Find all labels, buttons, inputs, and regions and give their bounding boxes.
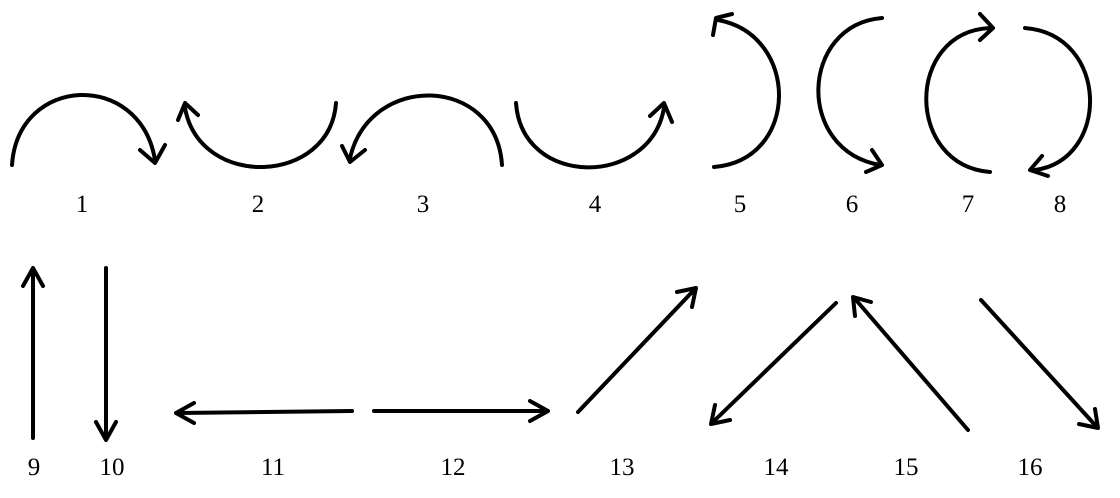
arrow-right-icon [372, 399, 550, 423]
arc-arrow-left-side-down-icon [816, 16, 884, 174]
label-5: 5 [734, 191, 747, 218]
label-15: 15 [894, 454, 919, 481]
label-6: 6 [846, 191, 859, 218]
arc-arrow-under-up-left-icon [176, 101, 338, 169]
label-7: 7 [962, 191, 975, 218]
label-4: 4 [589, 191, 602, 218]
label-10: 10 [100, 454, 125, 481]
label-3: 3 [417, 191, 430, 218]
arrow-up-icon [21, 266, 45, 440]
label-14: 14 [764, 454, 790, 481]
arrow-down-left-icon [709, 301, 838, 426]
arc-arrow-clockwise-over-icon [10, 93, 167, 167]
arrow-left-icon [174, 401, 354, 425]
arrow-down-icon [94, 266, 118, 442]
arrow-down-right-icon [979, 298, 1100, 430]
label-13: 13 [610, 454, 635, 481]
arrow-up-right-icon [576, 286, 698, 414]
label-16: 16 [1018, 454, 1043, 481]
arc-arrow-right-side-down-icon [1023, 26, 1093, 178]
label-8: 8 [1054, 191, 1067, 218]
label-9: 9 [28, 454, 41, 481]
arc-arrow-right-side-up-icon [711, 12, 781, 169]
arc-arrow-counterclockwise-over-icon [340, 93, 504, 167]
label-12: 12 [441, 454, 466, 481]
arc-arrow-under-up-right-icon [514, 101, 674, 170]
arc-arrow-left-side-up-icon [924, 12, 995, 174]
label-2: 2 [252, 191, 265, 218]
label-11: 11 [261, 454, 285, 481]
arrow-up-left-icon [851, 295, 970, 432]
label-1: 1 [76, 191, 89, 218]
